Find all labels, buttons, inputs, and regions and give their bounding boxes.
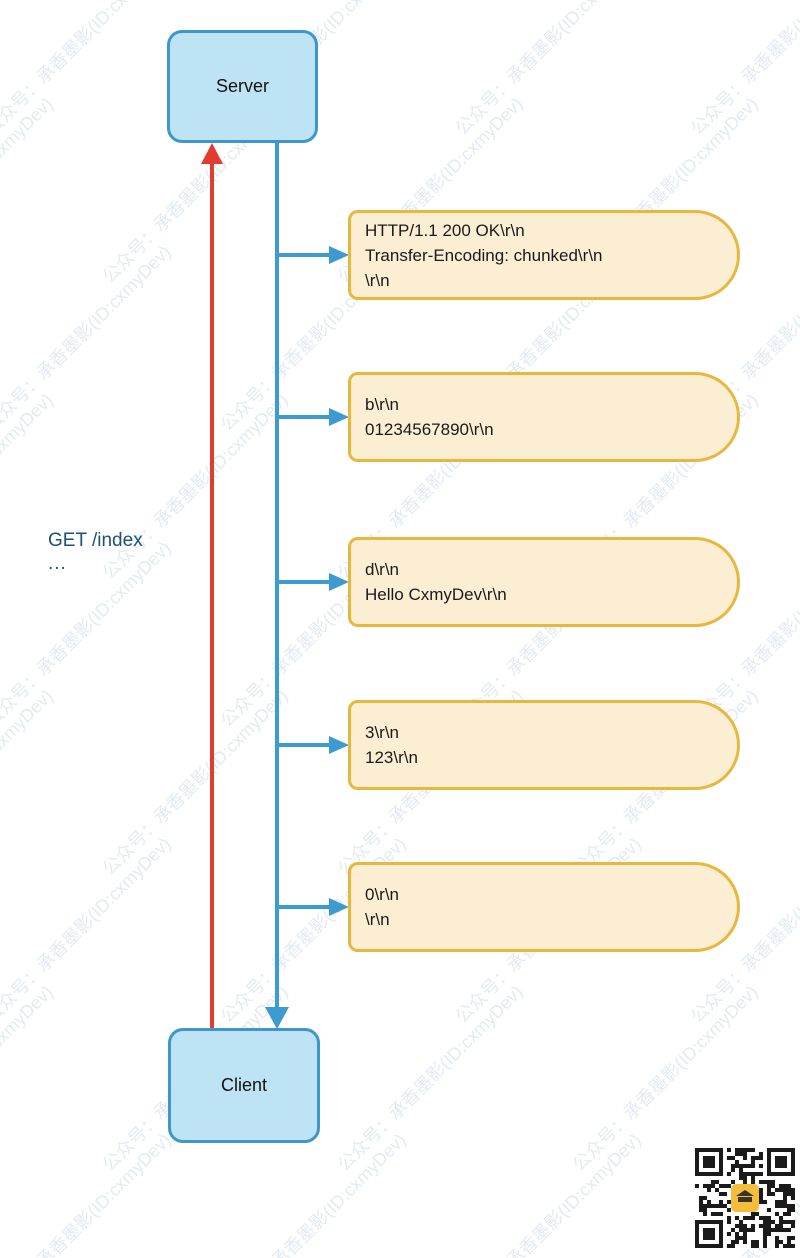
watermark-text: 公众号：承香墨影(ID:cxmyDev) — [451, 0, 645, 139]
chunk-arrow — [277, 246, 349, 264]
watermark-text: 公众号：承香墨影(ID:cxmyDev) — [98, 389, 292, 583]
chunk-arrow — [277, 573, 349, 591]
chunk-arrow — [277, 736, 349, 754]
chunk-box-1: b\r\n 01234567890\r\n — [348, 372, 740, 462]
chunk-arrow — [277, 898, 349, 916]
chunk-arrow — [277, 408, 349, 426]
watermark-text: 公众号：承香墨影(ID:cxmyDev) — [451, 1129, 645, 1258]
watermark-text: 公众号：承香墨影(ID:cxmyDev) — [98, 685, 292, 879]
chunk-line: Hello CxmyDev\r\n — [365, 585, 507, 604]
chunk-line: \r\n — [365, 270, 390, 290]
chunk-line: 3\r\n — [365, 723, 400, 742]
server-to-client-line — [275, 143, 279, 1009]
watermark-text: 公众号：承香墨影(ID:cxmyDev) — [0, 981, 57, 1175]
chunk-line: d\r\n — [365, 560, 400, 579]
watermark-text: 公众号：承香墨影(ID:cxmyDev) — [0, 833, 175, 1027]
watermark-text: 公众号：承香墨影(ID:cxmyDev) — [0, 0, 175, 139]
arrow-down-icon — [265, 1007, 289, 1029]
chunk-line: b\r\n — [365, 395, 400, 414]
qr-code — [695, 1148, 795, 1248]
watermark-text: 公众号：承香墨影(ID:cxmyDev) — [0, 241, 175, 435]
chunk-line: 123\r\n — [365, 748, 418, 767]
chunk-line: HTTP/1.1 200 OK\r\n — [365, 220, 525, 240]
chunk-box-status: HTTP/1.1 200 OK\r\n Transfer-Encoding: c… — [348, 210, 740, 300]
watermark-text: 公众号：承香墨影(ID:cxmyDev) — [686, 0, 800, 139]
watermark-text: 公众号：承香墨影(ID:cxmyDev) — [333, 981, 527, 1175]
arrow-up-icon — [201, 143, 223, 164]
watermark-text: 公众号：承香墨影(ID:cxmyDev) — [0, 1129, 175, 1258]
watermark-text: 公众号：承香墨影(ID:cxmyDev) — [0, 685, 57, 879]
chunk-line: Transfer-Encoding: chunked\r\n — [365, 245, 603, 265]
watermark-text: 公众号：承香墨影(ID:cxmyDev) — [0, 93, 57, 287]
request-ellipsis: ... — [48, 553, 67, 574]
client-to-server-line — [210, 160, 214, 1028]
client-label: Client — [220, 1075, 268, 1095]
client-node: Client — [168, 1028, 320, 1143]
server-label: Server — [215, 76, 269, 96]
chunk-box-2: d\r\n Hello CxmyDev\r\n — [348, 537, 740, 627]
watermark-text: 公众号：承香墨影(ID:cxmyDev) — [568, 981, 762, 1175]
chunk-box-terminator: 0\r\n \r\n — [348, 862, 740, 952]
chunk-line: 0\r\n — [365, 885, 400, 904]
watermark-text: 公众号：承香墨影(ID:cxmyDev) — [0, 537, 175, 731]
chunk-box-3: 3\r\n 123\r\n — [348, 700, 740, 790]
chunk-line: 01234567890\r\n — [365, 420, 494, 439]
request-label: GET /index — [48, 530, 143, 551]
watermark-text: 公众号：承香墨影(ID:cxmyDev) — [216, 1129, 410, 1258]
chunk-line: \r\n — [365, 910, 390, 929]
server-node: Server — [167, 30, 318, 143]
